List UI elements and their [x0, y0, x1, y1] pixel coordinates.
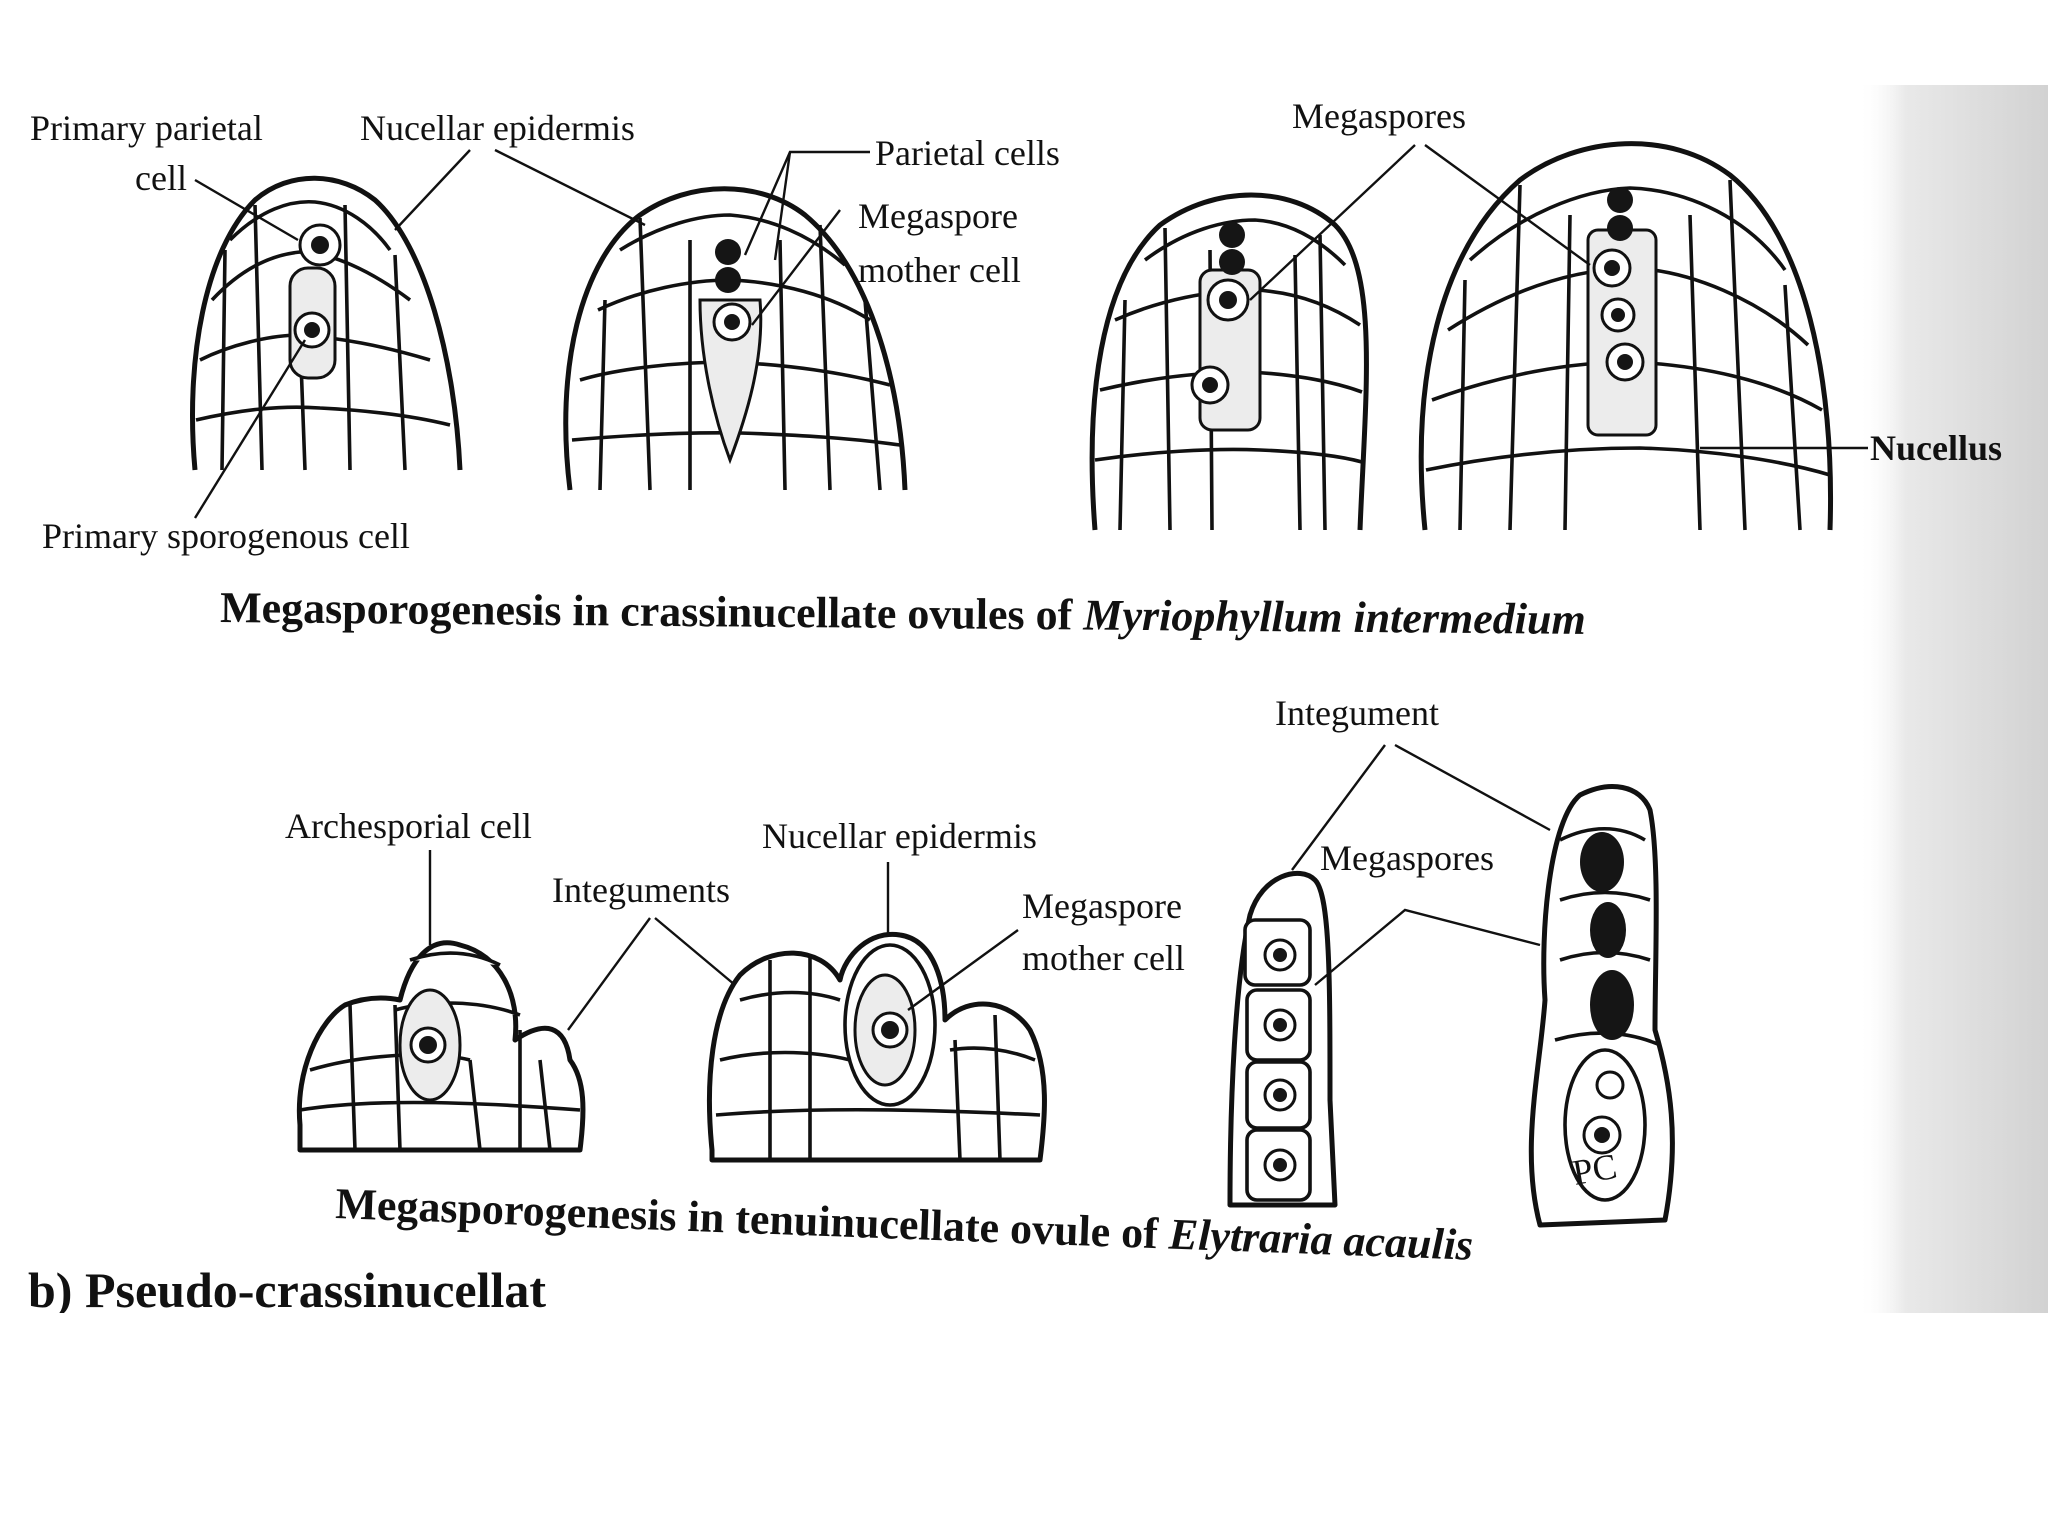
label-archesporial-cell: Archesporial cell: [285, 806, 532, 846]
label-nucellus: Nucellus: [1870, 428, 2002, 468]
ovule-crassinucellate-stage-1: [190, 175, 463, 471]
label-nucellar-epidermis-bottom: Nucellar epidermis: [762, 816, 1037, 856]
label-pc: PC: [1569, 1146, 1619, 1193]
label-primary-parietal-cell: Primary parietal: [30, 108, 263, 148]
labels-bottom-row: Integument Archesporial cell Nucellar ep…: [285, 693, 1551, 1031]
ovule-crassinucellate-stage-2: [563, 186, 908, 491]
label-nucellar-epidermis-top: Nucellar epidermis: [360, 108, 635, 148]
ovule-tenuinucellate-stage-1: [296, 940, 586, 1153]
caption-bottom-species: Elytraria acaulis: [1167, 1210, 1474, 1270]
caption-bottom-prefix: Megasporogenesis in tenuinucellate ovule…: [335, 1179, 1170, 1259]
label-primary-parietal-cell-line2: cell: [135, 158, 187, 198]
label-megaspore-mother-cell-bottom-line2: mother cell: [1022, 938, 1185, 978]
labels-top-row: Primary parietal cell Nucellar epidermis…: [30, 96, 2002, 556]
caption-top-prefix: Megasporogenesis in crassinucellate ovul…: [220, 583, 1084, 640]
label-parietal-cells: Parietal cells: [875, 133, 1060, 173]
caption-top-species: Myriophyllum intermedium: [1082, 591, 1586, 644]
ovule-crassinucellate-stage-4: [1418, 141, 1833, 531]
ovule-tenuinucellate-stage-3: [1227, 870, 1338, 1208]
label-megaspore-mother-cell-top: Megaspore: [858, 196, 1018, 236]
label-megaspore-mother-cell-bottom: Megaspore: [1022, 886, 1182, 926]
page-edge-shadow: [1858, 85, 2048, 1313]
label-primary-sporogenous-cell: Primary sporogenous cell: [42, 516, 410, 556]
ovule-crassinucellate-stage-3: [1089, 192, 1369, 531]
ovule-tenuinucellate-stage-4: PC: [1528, 784, 1675, 1228]
section-heading: b) Pseudo-crassinucellat: [28, 1262, 546, 1318]
label-megaspore-mother-cell-top-line2: mother cell: [858, 250, 1021, 290]
section-heading-clip: b) Pseudo-crassinucellat: [28, 1262, 546, 1318]
label-megaspores-bottom: Megaspores: [1320, 838, 1494, 878]
ovule-tenuinucellate-stage-2: [706, 931, 1047, 1163]
label-megaspores-top: Megaspores: [1292, 96, 1466, 136]
label-integuments: Integuments: [552, 870, 730, 910]
caption-top: Megasporogenesis in crassinucellate ovul…: [220, 583, 1586, 644]
label-integument: Integument: [1275, 693, 1439, 733]
